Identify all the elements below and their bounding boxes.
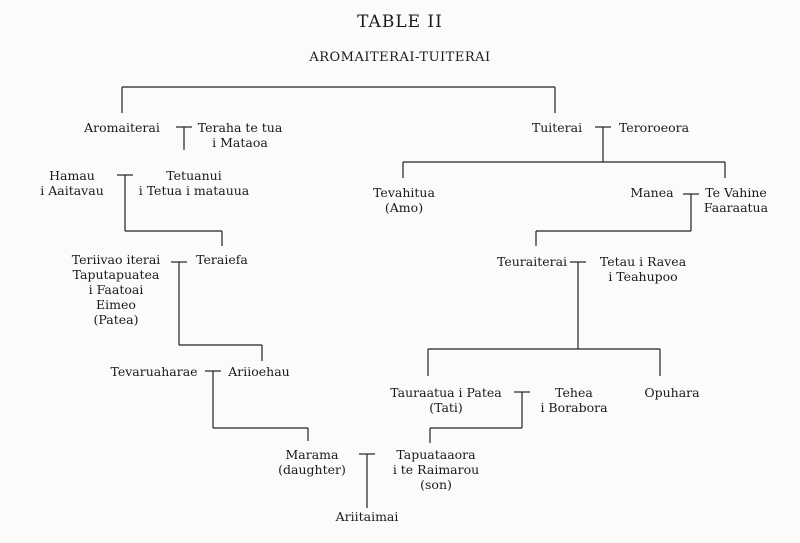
name-line: i te Raimarou <box>392 462 480 477</box>
name-line: Faaraatua <box>703 200 769 215</box>
name-line: Teriivao iterai <box>71 252 161 267</box>
person-tevaruaharae: Tevaruaharae <box>104 364 204 379</box>
person-marama: Marama(daughter) <box>270 447 354 477</box>
person-tevahitua: Tevahitua(Amo) <box>360 185 448 215</box>
name-line: Ariitaimai <box>335 509 399 524</box>
person-opuhara: Opuhara <box>640 385 704 400</box>
person-aromaiterai: Aromaiterai <box>72 120 172 135</box>
name-line: Tevahitua <box>373 185 435 200</box>
name-line: i Mataoa <box>212 135 268 150</box>
person-teraiefa: Teraiefa <box>190 252 254 267</box>
page-title: TABLE II <box>357 12 443 32</box>
name-line: Taputapuatea <box>72 267 160 282</box>
name-line: Teroroeora <box>618 120 690 135</box>
name-line: Tevaruaharae <box>110 364 198 379</box>
name-line: (Amo) <box>384 200 424 215</box>
name-line: Eimeo <box>96 297 136 312</box>
person-ariioehau: Ariioehau <box>224 364 294 379</box>
name-line: i Borabora <box>540 400 608 415</box>
name-line: Aromaiterai <box>84 120 160 135</box>
name-line: Manea <box>630 185 674 200</box>
person-teroroeora: Teroroeora <box>614 120 694 135</box>
name-line: Tehea <box>555 385 593 400</box>
person-teuraiterai: Teuraiterai <box>490 254 574 269</box>
name-line: Tetuanui <box>166 168 222 183</box>
name-line: i Teahupoo <box>608 269 678 284</box>
person-tuiterai: Tuiterai <box>527 120 587 135</box>
name-line: Opuhara <box>644 385 700 400</box>
name-line: (son) <box>420 477 452 492</box>
name-line: Te Vahine <box>705 185 767 200</box>
name-line: Teraha te tua <box>197 120 283 135</box>
name-line: Tauraatua i Patea <box>390 385 502 400</box>
name-line: Tetau i Ravea <box>599 254 687 269</box>
name-line: (Patea) <box>93 312 139 327</box>
name-line: Tuiterai <box>531 120 583 135</box>
name-line: i Faatoai <box>88 282 144 297</box>
name-line: (Tati) <box>429 400 463 415</box>
name-line: Teuraiterai <box>496 254 568 269</box>
table-subtitle: AROMAITERAI-TUITERAI <box>309 50 491 65</box>
name-line: Marama <box>285 447 339 462</box>
person-manea: Manea <box>622 185 682 200</box>
name-line: (daughter) <box>278 462 346 477</box>
person-ariitaimai: Ariitaimai <box>322 509 412 524</box>
name-line: i Tetua i matauua <box>138 183 250 198</box>
name-line: Tapuataaora <box>396 447 476 462</box>
name-line: i Aaitavau <box>40 183 104 198</box>
name-line: Hamau <box>49 168 95 183</box>
name-line: Teraiefa <box>196 252 248 267</box>
person-tauraatua: Tauraatua i Patea(Tati) <box>390 385 502 415</box>
name-line: Ariioehau <box>228 364 290 379</box>
